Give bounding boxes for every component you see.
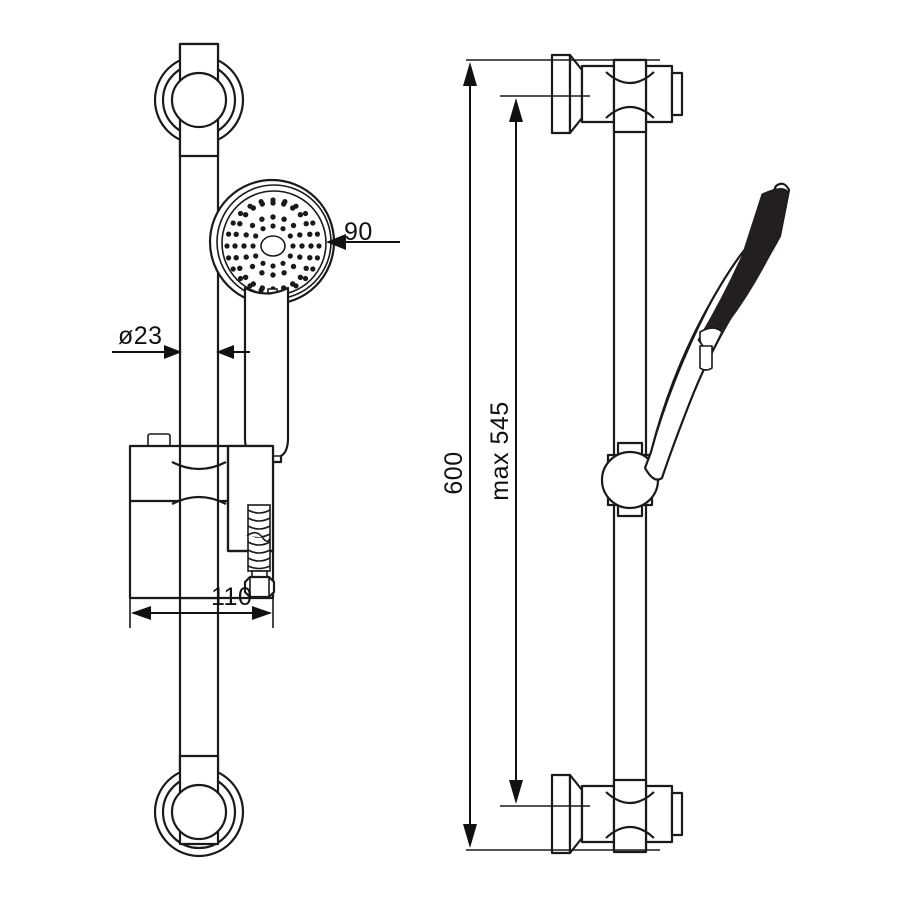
wall-mount-bottom-inner-ring [170,783,228,841]
hose-nut [243,575,276,599]
hose-spring [243,504,276,599]
dimension-110-label: 110 [211,583,252,611]
dimension-110-arrow-left [131,606,151,620]
dimension-d23-label: ø23 [118,322,163,350]
holder-bracket-rail-pass [178,444,220,600]
dimension-600-label: 600 [440,451,468,494]
slide-rail [178,42,220,846]
dimension-slider-travel: max 545 [486,95,590,807]
shower-head-side-highlight [699,327,723,350]
dimension-110-arrow-right [252,606,272,620]
wall-bracket-bottom-rail-pass [612,778,648,854]
wall-bracket-top-end-cap [670,71,684,117]
hose-nut-facets [249,577,270,597]
slide-rail-tube [178,42,220,846]
dimension-bracket-projection: 110 [129,583,274,628]
wall-bracket-bottom-end-cap [670,791,684,837]
wall-bracket-bottom [550,773,684,855]
dimension-rail-diameter: ø23 [112,300,250,370]
wall-bracket-top-rail-pass [612,58,648,134]
wall-bracket-bottom-flange [550,773,572,855]
shower-handle-side-edge [650,307,709,453]
shower-head-side-tab [699,345,713,371]
shower-head-center-hub [260,235,286,257]
wall-bracket-top-flange [550,53,572,135]
wall-bracket-bottom-saddle-lower [605,825,655,839]
shower-head-side-face [697,188,789,349]
wall-bracket-bottom-saddle-upper [605,791,655,805]
wall-mount-bottom [153,754,245,858]
wall-mount-top [153,42,245,158]
dimension-d23-arrow-right [216,345,234,359]
dimension-600-arrow-top [463,62,477,86]
holder-bracket [128,433,275,600]
dimension-90-arrow [326,234,346,250]
dimension-600-arrow-bottom [463,824,477,848]
shower-handle-body [243,286,290,464]
slider-ring [600,441,660,518]
dimension-head-diameter: 90 [326,218,400,250]
dimension-545-arrow-top [509,98,523,122]
holder-bracket-saddle-upper [171,461,227,471]
dimension-545-arrow-bottom [509,780,523,804]
dimension-rail-length: 600 [440,59,660,851]
front-view: 90 ø23 110 [112,42,400,858]
wall-bracket-top [550,53,684,135]
hose-spring-highlight [246,531,271,543]
hose-spring-coils [247,509,271,570]
dimension-d23-arrow-left [164,345,182,359]
wall-bracket-top-flange-taper [568,53,584,135]
dimension-545-label: max 545 [486,401,514,500]
holder-bracket-top-tab [147,433,171,447]
wall-bracket-top-saddle-lower [605,105,655,119]
side-view: 600 max 545 [440,53,791,855]
shower-handle [243,286,290,464]
shower-handle-side [643,182,791,481]
holder-bracket-saddle-lower [171,495,227,505]
dimension-90-label: 90 [344,218,373,246]
wall-bracket-bottom-flange-taper [568,773,584,855]
wall-mount-top-inner-ring [170,71,228,129]
wall-bracket-top-saddle-upper [605,71,655,85]
